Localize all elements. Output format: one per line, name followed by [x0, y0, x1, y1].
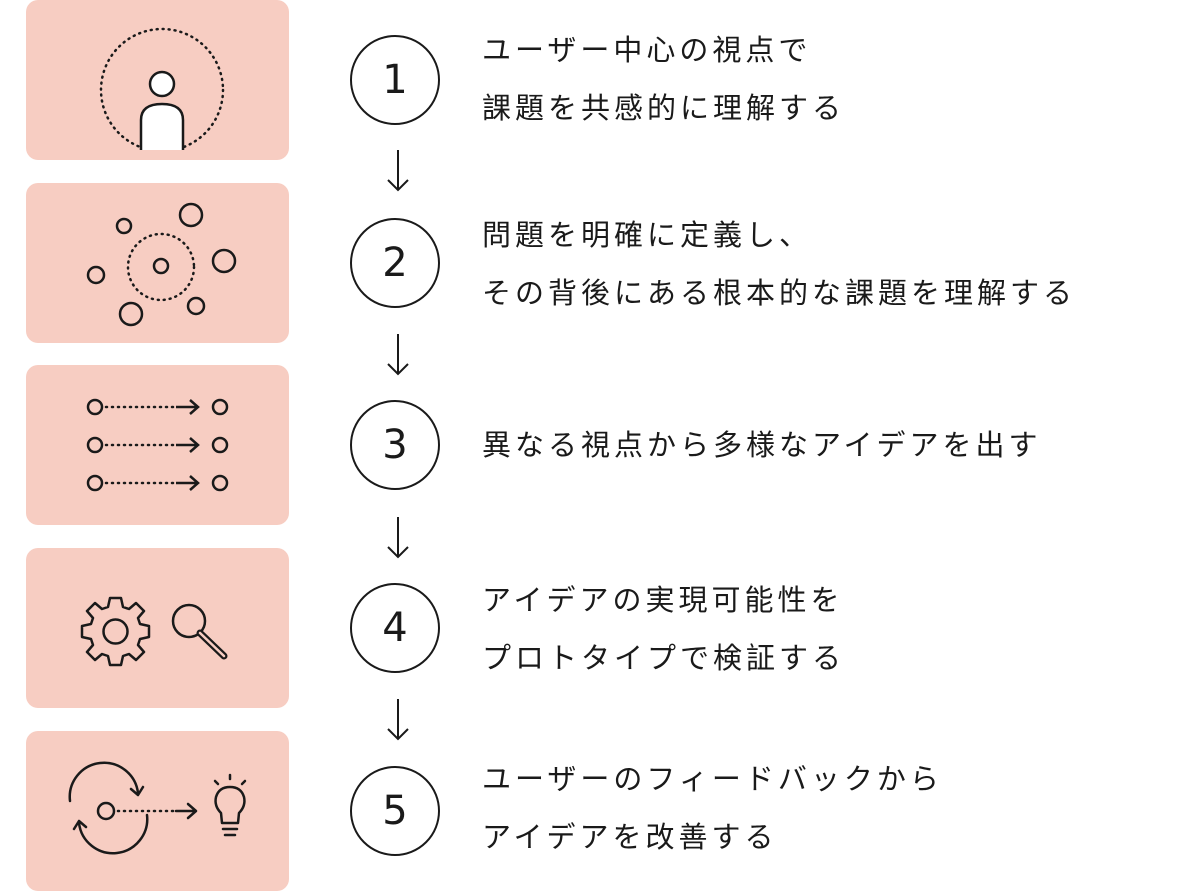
step-5-line-2: アイデアを改善する [482, 820, 778, 854]
step-5-icon-box [26, 731, 289, 891]
step-2-number: 2 [350, 218, 440, 308]
step-1-line-2: 課題を共感的に理解する [482, 91, 846, 125]
step-3-icon-box [26, 365, 289, 525]
step-4-icon-box [26, 548, 289, 708]
step-2-line-1: 問題を明確に定義し、 [482, 218, 813, 252]
step-3-number: 3 [350, 400, 440, 490]
gear-and-magnifier-icon [80, 596, 228, 667]
step-1-number: 1 [350, 35, 440, 125]
step-4-number: 4 [350, 583, 440, 673]
gear-icon [80, 596, 151, 667]
step-5-text: ユーザーのフィードバックから アイデアを改善する [482, 750, 943, 866]
step-2-text: 問題を明確に定義し、 その背後にある根本的な課題を理解する [482, 206, 1076, 322]
parallel-flows-icon [86, 398, 229, 492]
cycle-arrows-icon [68, 761, 145, 803]
user-focus-icon [99, 27, 225, 150]
down-arrow-icon [387, 150, 409, 192]
step-3-text: 異なる視点から多様なアイデアを出す [482, 416, 1042, 474]
down-arrow-icon [387, 517, 409, 559]
step-5-number: 5 [350, 766, 440, 856]
step-4-line-1: アイデアの実現可能性を [482, 583, 844, 617]
step-1-icon-box [26, 0, 289, 160]
step-1-text: ユーザー中心の視点で 課題を共感的に理解する [482, 21, 845, 137]
step-2-icon-box [26, 183, 289, 343]
step-4-text: アイデアの実現可能性を プロトタイプで検証する [482, 571, 845, 687]
network-nodes-icon [86, 202, 237, 327]
down-arrow-icon [387, 334, 409, 376]
lightbulb-icon [213, 773, 247, 837]
down-arrow-icon [387, 699, 409, 741]
step-5-line-1: ユーザーのフィードバックから [482, 762, 943, 796]
step-3-line-1: 異なる視点から多様なアイデアを出す [482, 428, 1042, 462]
step-1-line-1: ユーザー中心の視点で [482, 33, 812, 67]
cycle-to-lightbulb-icon [68, 761, 247, 855]
step-4-line-2: プロトタイプで検証する [482, 641, 846, 675]
magnifier-icon [171, 603, 228, 660]
step-2-line-2: その背後にある根本的な課題を理解する [482, 276, 1077, 310]
